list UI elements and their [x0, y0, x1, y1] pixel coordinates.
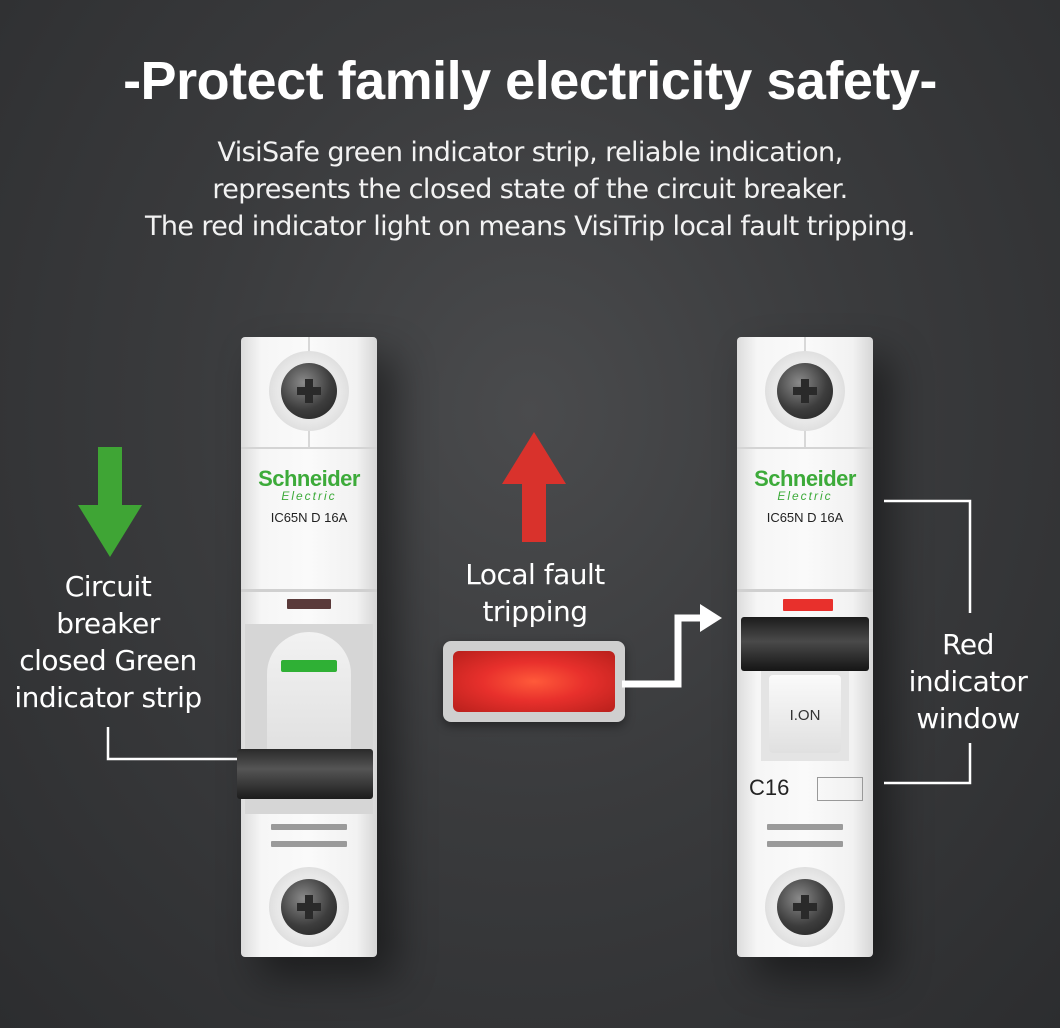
- screw-icon: [777, 363, 833, 419]
- red-indicator-zoom: [443, 641, 625, 722]
- right-label: Red indicator window: [888, 626, 1048, 737]
- right-label-line: Red: [942, 628, 994, 661]
- slot: [271, 824, 347, 830]
- breaker-right: Schneider Electric IC65N D 16A I.ON C16: [737, 337, 873, 957]
- brand-sub: Electric: [281, 489, 337, 503]
- brand-logo: Schneider: [754, 466, 856, 491]
- slot: [767, 841, 843, 847]
- subtitle-line-2: represents the closed state of the circu…: [212, 174, 848, 205]
- center-label-line: tripping: [482, 595, 588, 628]
- screw-icon: [281, 879, 337, 935]
- left-label-line: indicator strip: [14, 681, 202, 714]
- spec-markings: [817, 777, 863, 801]
- slot: [271, 841, 347, 847]
- divider: [241, 589, 377, 592]
- handle-recess: I.ON: [761, 671, 849, 761]
- green-down-arrow-icon: [78, 447, 142, 557]
- right-label-line: window: [916, 702, 1020, 735]
- screw-seat: [765, 867, 845, 947]
- connector-arrow-icon: [622, 604, 722, 688]
- brand-sub: Electric: [777, 489, 833, 503]
- screw-icon: [777, 879, 833, 935]
- left-label-line: Circuit: [64, 570, 152, 603]
- left-label: Circuit breaker closed Green indicator s…: [8, 568, 208, 716]
- red-up-arrow-icon: [502, 432, 566, 542]
- slot: [767, 824, 843, 830]
- red-indicator-light: [453, 651, 615, 712]
- right-callout-bracket: [884, 499, 972, 785]
- red-indicator-window: [783, 599, 833, 611]
- left-label-line: closed Green: [19, 644, 197, 677]
- left-callout-line: [106, 727, 241, 761]
- left-label-line: breaker: [56, 607, 160, 640]
- brand-logo: Schneider: [258, 466, 360, 491]
- subtitle-line-1: VisiSafe green indicator strip, reliable…: [217, 137, 843, 168]
- center-label-line: Local fault: [465, 558, 605, 591]
- handle-bar: [237, 749, 373, 799]
- divider: [241, 447, 377, 449]
- screw-seat: [765, 351, 845, 431]
- handle-text: I.ON: [789, 707, 821, 724]
- rating-text: C16: [749, 775, 790, 800]
- screw-seat: [269, 867, 349, 947]
- handle: I.ON: [769, 675, 841, 753]
- center-label: Local fault tripping: [435, 556, 635, 630]
- green-indicator-strip: [281, 660, 337, 672]
- screw-seat: [269, 351, 349, 431]
- page-title: -Protect family electricity safety-: [123, 51, 937, 111]
- screw-icon: [281, 363, 337, 419]
- subtitle-line-3: The red indicator light on means VisiTri…: [144, 211, 916, 242]
- model-text: IC65N D 16A: [766, 510, 844, 525]
- divider: [737, 589, 873, 592]
- indicator-window: [287, 599, 331, 609]
- handle-bar: [741, 617, 869, 671]
- model-text: IC65N D 16A: [270, 510, 348, 525]
- breaker-left: Schneider Electric IC65N D 16A: [237, 337, 377, 957]
- divider: [737, 447, 873, 449]
- right-label-line: indicator: [908, 665, 1028, 698]
